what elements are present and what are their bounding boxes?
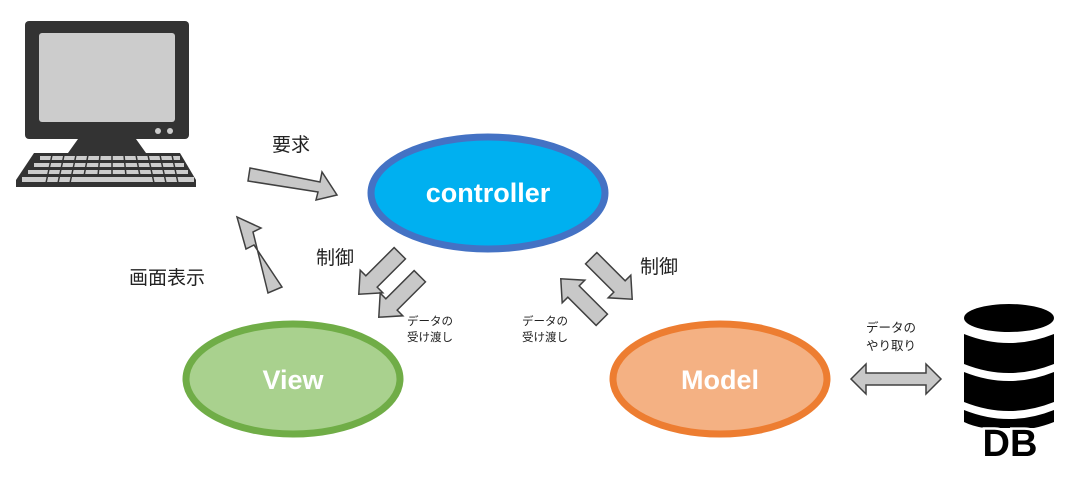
data-pass-left-line1: データの bbox=[407, 314, 453, 328]
display-arrow bbox=[235, 215, 284, 295]
data-to-controller-arrow bbox=[559, 277, 609, 327]
model-label: Model bbox=[681, 365, 759, 395]
view-node: View bbox=[182, 320, 404, 438]
computer-icon bbox=[16, 21, 196, 187]
data-exchange-label: データの やり取り bbox=[866, 319, 916, 355]
request-arrow bbox=[247, 167, 339, 202]
controller-node: controller bbox=[367, 133, 609, 253]
control-to-model-arrow bbox=[584, 251, 634, 301]
data-pass-left-label: データの 受け渡し bbox=[407, 313, 453, 345]
request-label: 要求 bbox=[272, 134, 311, 156]
data-pass-right-line1: データの bbox=[522, 314, 568, 328]
data-pass-left-line2: 受け渡し bbox=[407, 330, 453, 344]
data-exchange-line1: データの bbox=[866, 320, 917, 335]
database-label: DB bbox=[983, 423, 1038, 465]
data-to-view-arrow bbox=[377, 269, 427, 319]
database-icon: DB bbox=[964, 304, 1054, 468]
control-right-label: 制御 bbox=[640, 256, 679, 278]
data-pass-right-line2: 受け渡し bbox=[522, 330, 568, 344]
control-to-view-arrow bbox=[357, 246, 407, 296]
model-node: Model bbox=[609, 320, 831, 438]
controller-label: controller bbox=[426, 178, 551, 208]
display-label: 画面表示 bbox=[129, 267, 206, 289]
view-label: View bbox=[262, 365, 324, 395]
data-exchange-line2: やり取り bbox=[866, 338, 917, 353]
control-left-label: 制御 bbox=[316, 247, 355, 269]
data-exchange-arrow bbox=[849, 362, 943, 396]
data-pass-right-label: データの 受け渡し bbox=[522, 313, 568, 345]
